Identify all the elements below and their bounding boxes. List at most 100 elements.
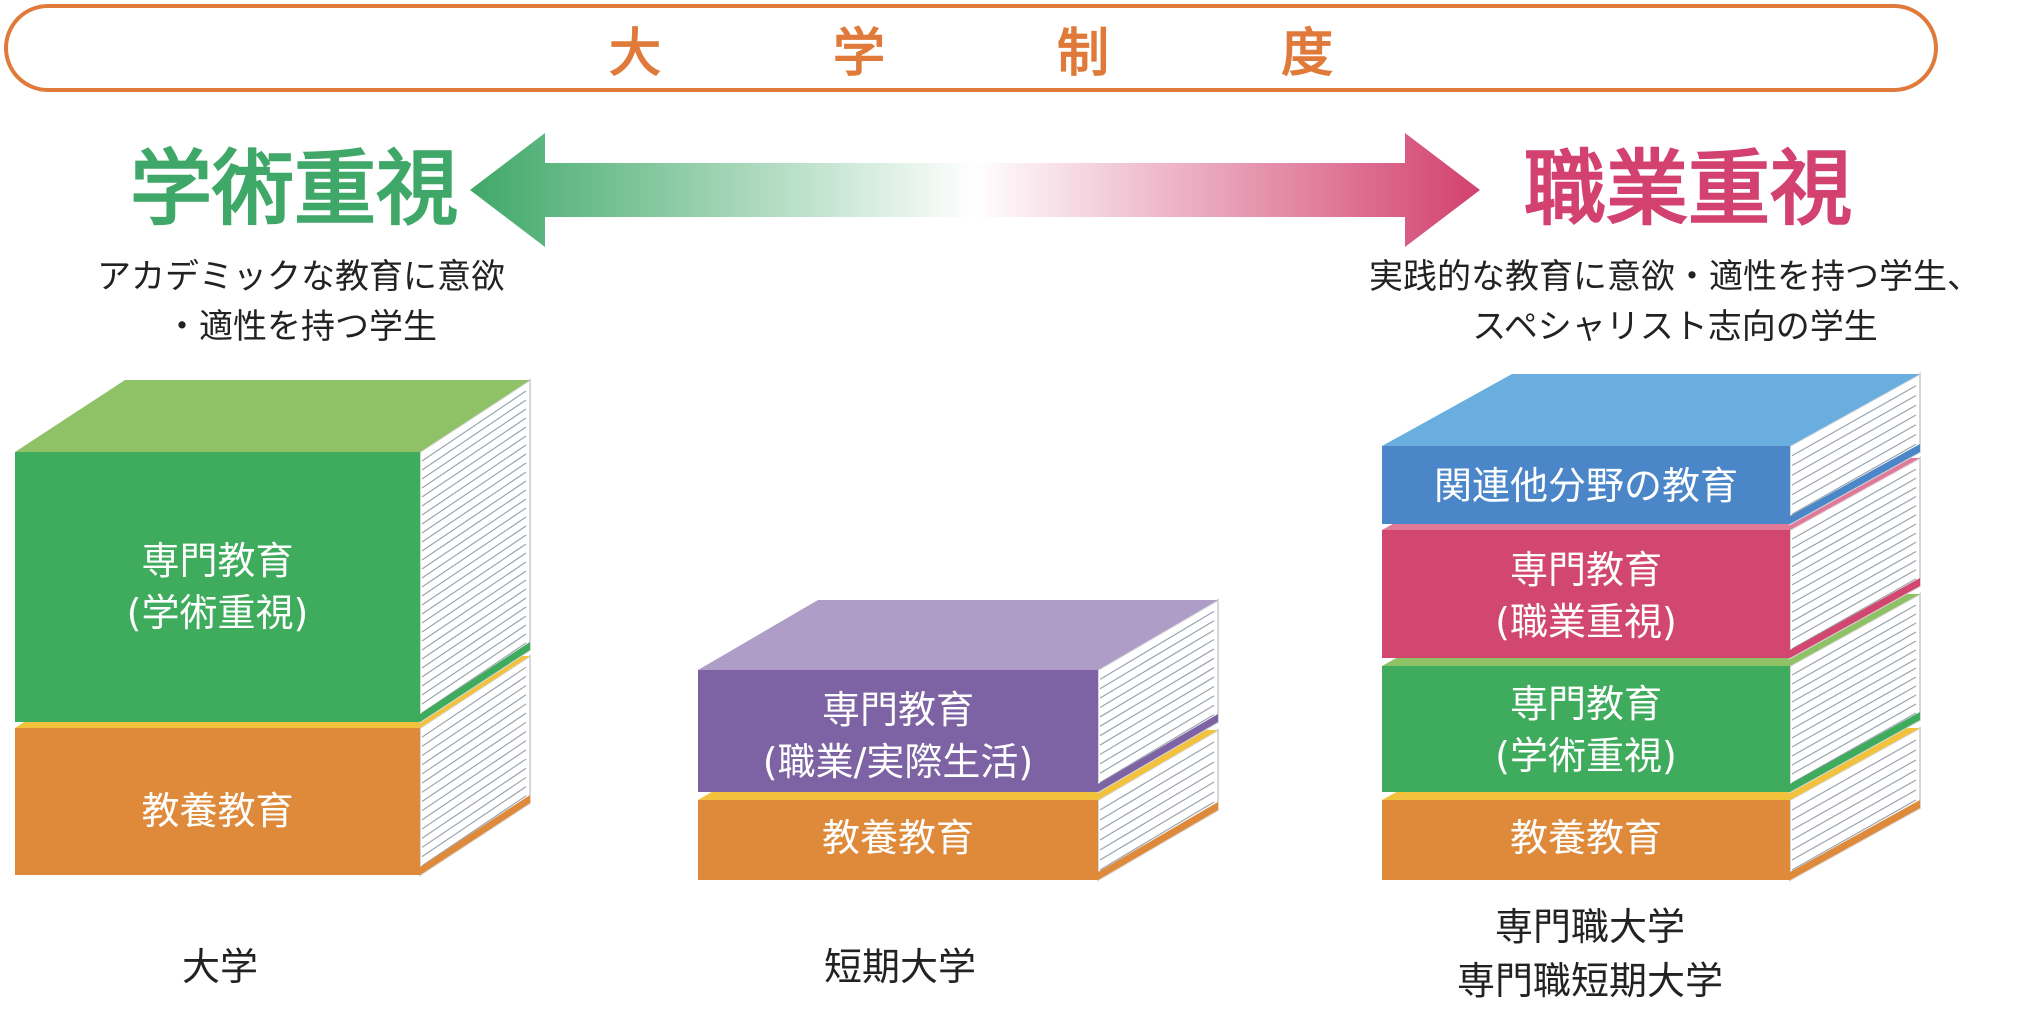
professional-vocational-book-page-line [1791, 532, 1917, 604]
professional-vocational-book-page-line [1791, 477, 1917, 549]
junior-liberal-book-page-line [1099, 801, 1215, 871]
university-liberal-book-page-line [421, 786, 527, 858]
vocational-heading: 職業重視 [1524, 142, 1853, 237]
professional-academic-book-front [1382, 666, 1790, 792]
university-liberal-book-page-line [421, 749, 527, 821]
university-specialized-book-page-line [421, 588, 527, 660]
title-text: 大 学 制 度 [608, 23, 1393, 84]
vocational-description-line: スペシャリスト志向の学生 [1472, 307, 1878, 347]
university-specialized-book-page-line [421, 408, 527, 480]
professional-liberal-book-front [1382, 800, 1790, 880]
professional-vocational-book-page-line [1791, 550, 1917, 622]
university-specialized-book-page-line [421, 507, 527, 579]
book-label-line: (職業重視) [1495, 600, 1677, 644]
professional-vocational-book-page-line [1791, 541, 1917, 613]
junior-liberal-book-page-line [1099, 761, 1215, 831]
junior-specialized-label: 専門教育 (職業/実際生活) [698, 684, 1098, 788]
professional-related-book-page-line [1791, 424, 1917, 496]
university-specialized-book-page-line [421, 543, 527, 615]
junior-specialized-book-page-line [1099, 657, 1215, 727]
university-liberal-book-page-line [421, 795, 527, 867]
university-specialized-book-page-line [421, 480, 527, 552]
professional-liberal-book-page-line [1791, 799, 1917, 871]
professional-related-book-page-line [1791, 385, 1917, 457]
professional-vocational-book-page-line [1791, 496, 1917, 568]
professional-liberal-book-page-line [1791, 739, 1917, 811]
university-specialized-book-page-line [421, 417, 527, 489]
university-specialized-book-page-line [421, 615, 527, 687]
university-specialized-book-page-line [421, 570, 527, 642]
junior-specialized-book-page-line [1099, 695, 1215, 765]
university-liberal-book-page-line [421, 721, 527, 793]
university-specialized-book-top-cover [15, 380, 530, 452]
junior-liberal-book-front [698, 800, 1098, 880]
university-liberal-book-page-line [421, 685, 527, 757]
junior-liberal-book-page-line [1099, 741, 1215, 811]
professional-caption: 専門職大学 専門職短期大学 [1380, 900, 1800, 1008]
professional-liberal-book-page-line [1791, 769, 1917, 841]
junior-college-caption: 短期大学 [823, 945, 976, 989]
university-liberal-book-page-line [421, 712, 527, 784]
professional-academic-book-page-line [1791, 712, 1917, 784]
professional-liberal-book-back-cover [1790, 800, 1920, 880]
university-liberal-book-page-line [421, 703, 527, 775]
book-label-line: (学術重視) [126, 591, 309, 635]
university-specialized-book-page-line [421, 525, 527, 597]
junior-specialized-book-back-cover [1098, 714, 1218, 792]
professional-academic-book-page-line [1791, 658, 1917, 730]
junior-specialized-book-front [698, 670, 1098, 792]
junior-specialized-book-page-line [1099, 639, 1215, 709]
professional-academic-book-page-line [1791, 604, 1917, 676]
university-liberal-book-page-line [421, 740, 527, 812]
professional-vocational-book-page-line [1791, 486, 1917, 558]
junior-specialized-book-page-line [1099, 667, 1215, 737]
junior-specialized-book-page-line [1099, 610, 1215, 680]
university-specialized-book-page-line [421, 534, 527, 606]
professional-related-label: 関連他分野の教育 [1382, 460, 1790, 512]
book-label-line: 関連他分野の教育 [1433, 464, 1738, 508]
junior-specialized-book-page-line [1099, 714, 1215, 784]
professional-liberal-book-page-line [1791, 759, 1917, 831]
university-specialized-book-page-line [421, 390, 527, 462]
junior-specialized-book-page-line [1099, 704, 1215, 774]
university-specialized-book-page-line [421, 624, 527, 696]
book-label-line: 専門教育 [821, 688, 974, 732]
professional-related-book-page-line [1791, 394, 1917, 467]
junior-specialized-book-page-line [1099, 676, 1215, 746]
academic-description-line: ・適性を持つ学生 [165, 307, 437, 347]
professional-academic-book-page-line [1791, 703, 1917, 775]
university-specialized-book-page-line [421, 399, 527, 471]
professional-liberal-book-page-line [1791, 789, 1917, 861]
professional-academic-book-page-line [1791, 676, 1917, 748]
professional-academic-book-page-line [1791, 694, 1917, 766]
professional-vocational-book-page-line [1791, 560, 1917, 632]
professional-vocational-book-page-line [1791, 505, 1917, 577]
professional-vocational-book-page-line [1791, 523, 1917, 595]
university-specialized-book-page-line [421, 597, 527, 669]
book-label-line: 教養教育 [141, 789, 294, 833]
professional-related-book-front [1382, 446, 1790, 524]
professional-caption-line: 専門職短期大学 [1456, 959, 1723, 1003]
professional-vocational-book-page-line [1791, 468, 1917, 540]
professional-vocational-label: 専門教育 (職業重視) [1382, 544, 1790, 648]
title-banner: 大 学 制 度 [4, 4, 1938, 92]
university-specialized-book-page-line [421, 516, 527, 588]
professional-caption-line: 専門職大学 [1494, 905, 1685, 949]
university-specialized-book-page-line [421, 633, 527, 705]
professional-related-book-page-line [1791, 414, 1917, 486]
university-caption: 大学 [181, 945, 258, 989]
book-label-line: (職業/実際生活) [762, 740, 1034, 784]
junior-liberal-book-page-line [1099, 771, 1215, 841]
university-specialized-book-page-line [421, 435, 527, 507]
academic-description-line: アカデミックな教育に意欲 [97, 257, 505, 297]
academic-heading: 学術重視 [130, 142, 459, 237]
junior-specialized-book-page-line [1099, 648, 1215, 718]
professional-related-book-top-cover [1382, 374, 1920, 446]
professional-liberal-book-page-line [1791, 749, 1917, 821]
junior-specialized-book-top-cover [698, 600, 1218, 670]
vocational-description-line: 実践的な教育に意欲・適性を持つ学生、 [1369, 257, 1981, 297]
university-specialized-label: 専門教育 (学術重視) [15, 535, 420, 639]
professional-academic-book-page-line [1791, 649, 1917, 721]
professional-academic-book-page-line [1791, 667, 1917, 739]
